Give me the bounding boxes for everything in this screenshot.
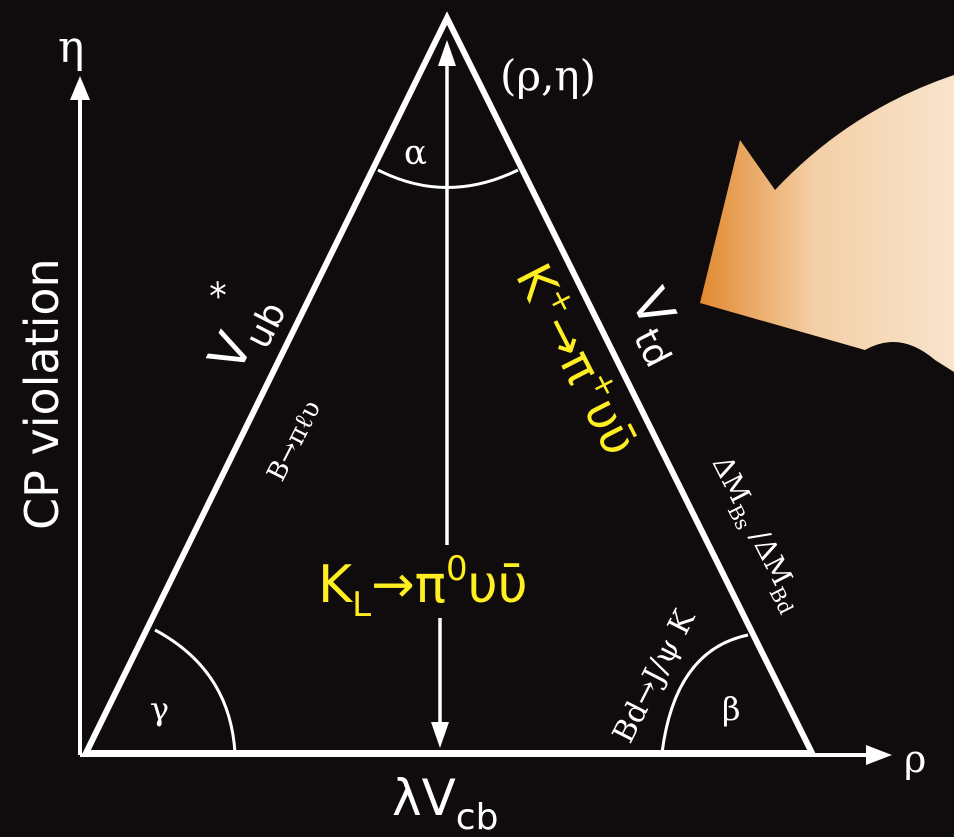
gamma-angle-arc [154,628,237,754]
lambda-vcb-side-label: λVcb [392,769,498,837]
svg-text:B→πℓυ: B→πℓυ [262,396,328,486]
beta-angle-arc [660,633,749,754]
cp-violation-label: CP violation [15,258,69,530]
y-axis-arrowhead [70,76,90,100]
apex-coordinate-label: (ρ,η) [500,51,596,100]
height-arrowhead-up [438,40,456,66]
rho-axis-label: ρ [904,737,926,781]
b-to-pi-l-nu-label: B→πℓυ [262,396,328,486]
vtd-side-label: Vtd [610,279,704,374]
svg-text:Vtd: Vtd [610,279,704,374]
delta-m-ratio-label: ΔMBs /ΔMBd [700,450,811,618]
svg-text:ΔMBs /ΔMBd: ΔMBs /ΔMBd [700,450,811,618]
x-axis-arrowhead [866,745,892,765]
height-arrowhead-down [431,722,449,748]
eta-axis-label: η [58,22,84,73]
beta-label: β [722,690,741,728]
alpha-label: α [404,133,427,173]
unitarity-triangle [81,11,817,756]
pointer-arrow-shape [700,75,954,372]
gamma-label: γ [150,690,169,728]
kl-to-pi0-nu-nubar-label: KL→π0υῡ [318,549,528,625]
alpha-angle-arc [377,168,519,189]
